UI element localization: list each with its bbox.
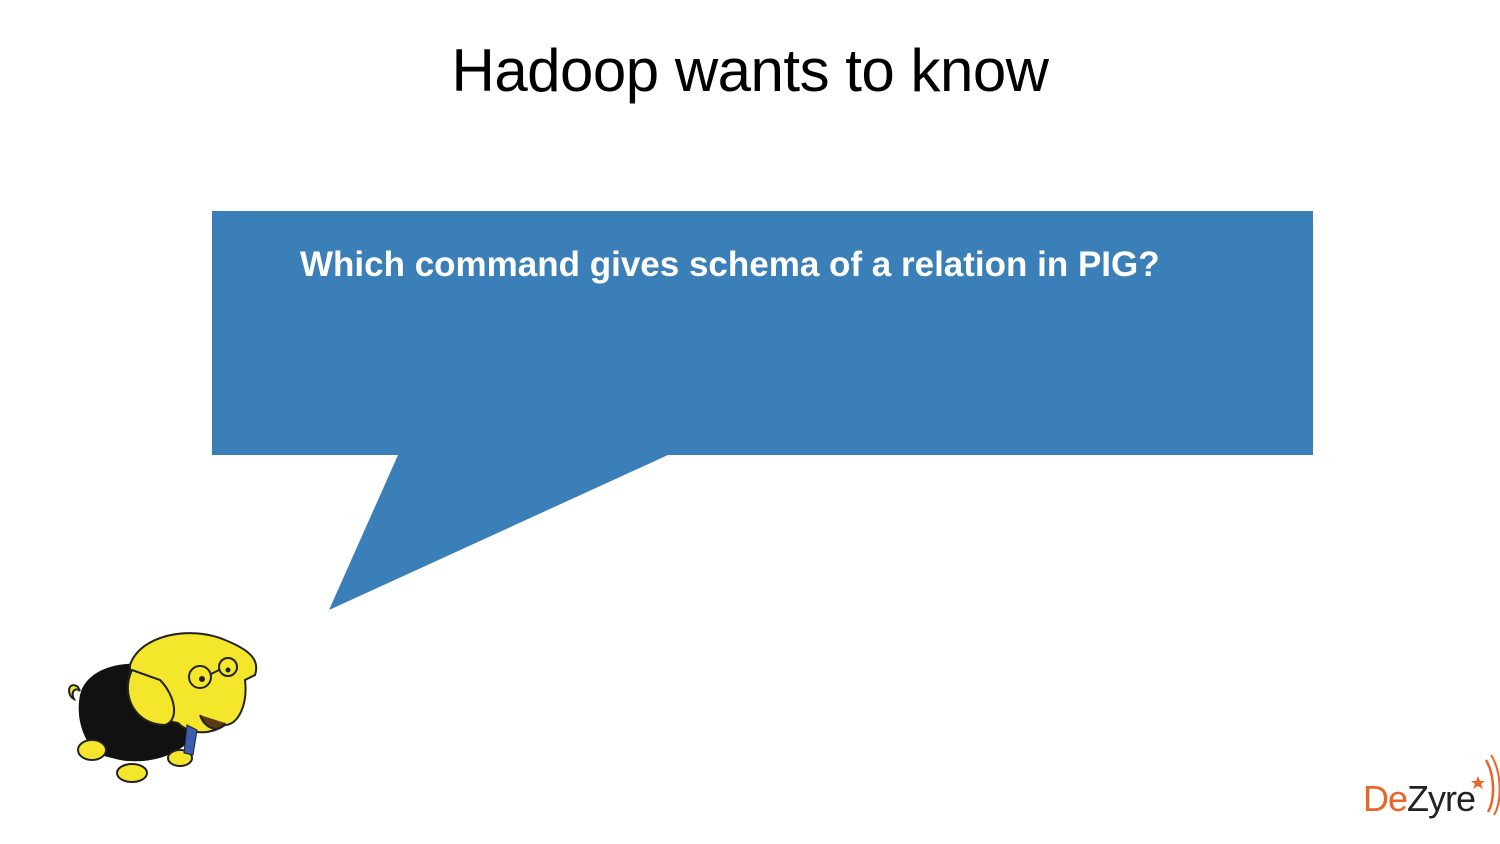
- logo-wordmark: DeZyre: [1363, 778, 1476, 820]
- question-text: Which command gives schema of a relation…: [300, 245, 1160, 284]
- dezyre-logo: DeZyre: [1360, 750, 1500, 825]
- logo-de-text: De: [1363, 778, 1408, 819]
- hadoop-elephant-icon: [68, 632, 258, 783]
- slide-title: Hadoop wants to know: [451, 37, 1049, 104]
- logo-zyre-text: Zyre: [1407, 778, 1476, 819]
